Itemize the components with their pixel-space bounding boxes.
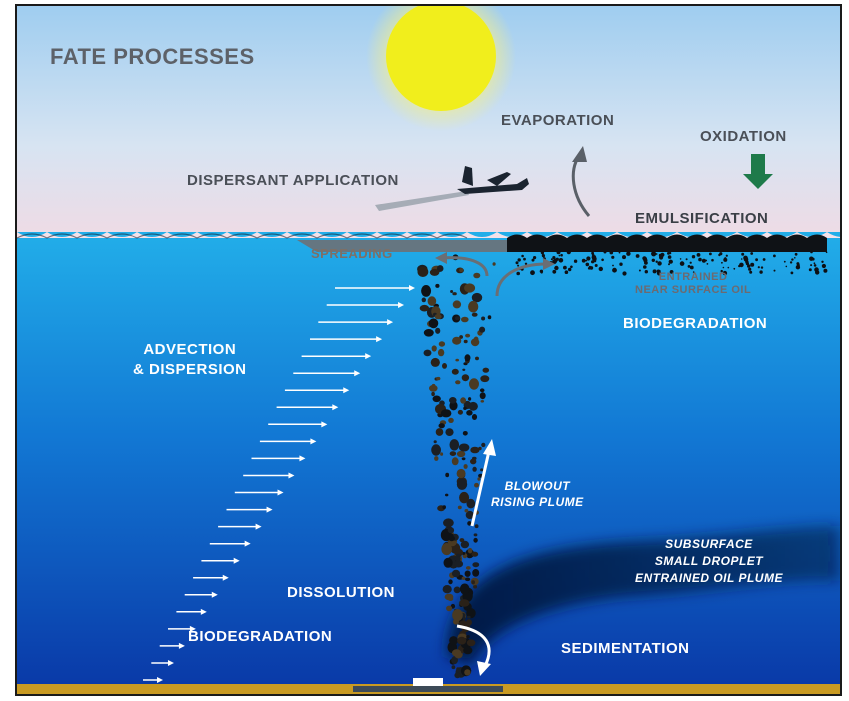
fate-processes-illustration	[17, 6, 840, 694]
spreading-label: SPREADING	[311, 246, 393, 261]
evaporation-label: EVAPORATION	[501, 112, 615, 129]
oxidation-arrow-icon	[743, 154, 773, 189]
blowout-oil-droplets	[417, 254, 496, 679]
subsurface-oil-plume	[447, 526, 840, 666]
spreading-slick	[297, 240, 517, 252]
dispersant-application-label: DISPERSANT APPLICATION	[187, 172, 399, 189]
advection-line1: ADVECTION	[143, 341, 237, 358]
blowout-rising-plume-label: BLOWOUT RISING PLUME	[491, 478, 584, 510]
rising-plume-arrow	[470, 439, 496, 527]
entrained-label-line2: NEAR SURFACE OIL	[635, 284, 752, 296]
blowout-line1: BLOWOUT	[504, 479, 571, 493]
airplane-icon	[457, 166, 529, 194]
biodegradation-upper-label: BIODEGRADATION	[623, 315, 768, 332]
entrained-label-line1: ENTRAINED	[658, 271, 728, 283]
wellhead-icon	[413, 678, 443, 686]
diagram-frame: FATE PROCESSES EVAPORATION OXIDATION DIS…	[15, 4, 842, 696]
sedimentation-arrow	[456, 624, 491, 676]
emulsification-label: EMULSIFICATION	[635, 210, 769, 227]
biodegradation-lower-label: BIODEGRADATION	[188, 628, 333, 645]
advection-line2: & DISPERSION	[133, 361, 247, 378]
subsurface-line2: SMALL DROPLET	[654, 554, 764, 568]
subsurface-plume-label: SUBSURFACE SMALL DROPLET ENTRAINED OIL P…	[635, 536, 783, 587]
dissolution-label: DISSOLUTION	[287, 584, 396, 601]
diagram-title: FATE PROCESSES	[50, 44, 255, 69]
emulsified-surface-oil	[507, 234, 827, 252]
subsurface-line3: ENTRAINED OIL PLUME	[635, 571, 783, 585]
sun-icon	[366, 6, 516, 131]
subsurface-line1: SUBSURFACE	[665, 537, 753, 551]
wellhead-base	[353, 686, 503, 692]
oxidation-label: OXIDATION	[700, 128, 787, 145]
sedimentation-label: SEDIMENTATION	[561, 640, 690, 657]
blowout-line2: RISING PLUME	[491, 495, 584, 509]
entrained-near-surface-oil-label: ENTRAINED NEAR SURFACE OIL	[635, 271, 751, 297]
dispersant-spray	[375, 191, 469, 211]
advection-arrows	[143, 285, 415, 683]
advection-dispersion-label: ADVECTION & DISPERSION	[133, 340, 247, 380]
entrained-oil-droplets	[515, 250, 828, 276]
spreading-arrows	[441, 256, 548, 297]
